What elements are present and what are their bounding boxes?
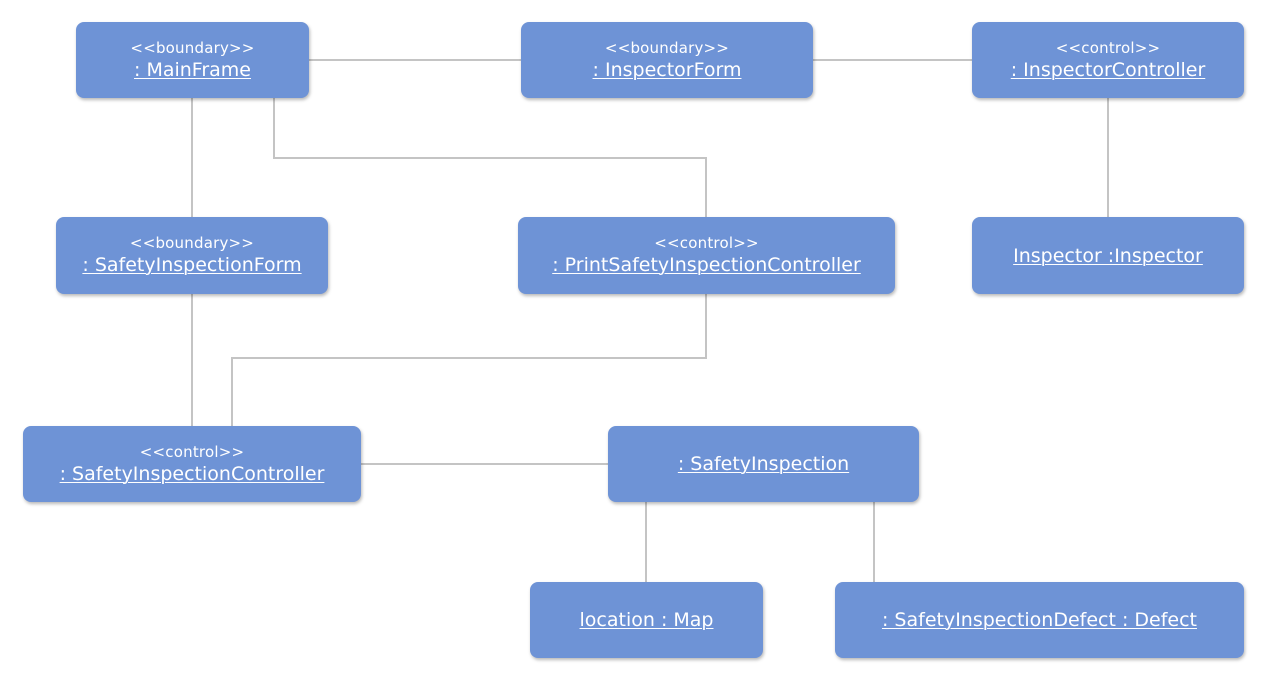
stereotype-label: <<control>> <box>1055 38 1161 57</box>
object-name: : PrintSafetyInspectionController <box>552 254 861 276</box>
stereotype-label: <<control>> <box>139 442 245 461</box>
object-main-frame[interactable]: <<boundary>> : MainFrame <box>76 22 309 98</box>
object-name: location : Map <box>579 609 714 631</box>
object-safety-inspection-controller[interactable]: <<control>> : SafetyInspectionController <box>23 426 361 502</box>
object-name: : SafetyInspectionController <box>59 462 325 485</box>
object-name: : SafetyInspectionDefect : Defect <box>881 609 1198 631</box>
link-printcontroller-safetyinspectioncontroller <box>231 294 707 426</box>
object-name: : InspectorForm <box>592 58 742 81</box>
stereotype-label: <<boundary>> <box>604 38 730 57</box>
object-inspector[interactable]: Inspector :Inspector <box>972 217 1244 294</box>
stereotype-label: <<boundary>> <box>129 234 255 252</box>
object-name: Inspector :Inspector <box>1013 244 1203 267</box>
object-safety-inspection-form[interactable]: <<boundary>> : SafetyInspectionForm <box>56 217 328 294</box>
object-name: : InspectorController <box>1010 58 1206 81</box>
object-location-map[interactable]: location : Map <box>530 582 763 658</box>
object-name: : SafetyInspectionForm <box>82 254 302 276</box>
object-name: : SafetyInspection <box>677 453 850 475</box>
object-safety-inspection[interactable]: : SafetyInspection <box>608 426 919 502</box>
object-name: : MainFrame <box>134 58 251 81</box>
link-mainframe-printsafetyinspectioncontroller <box>273 98 707 217</box>
object-print-safety-inspection-controller[interactable]: <<control>> : PrintSafetyInspectionContr… <box>518 217 895 294</box>
object-inspector-controller[interactable]: <<control>> : InspectorController <box>972 22 1244 98</box>
stereotype-label: <<control>> <box>654 234 759 252</box>
stereotype-label: <<boundary>> <box>130 38 255 57</box>
object-safety-inspection-defect[interactable]: : SafetyInspectionDefect : Defect <box>835 582 1244 658</box>
object-inspector-form[interactable]: <<boundary>> : InspectorForm <box>521 22 813 98</box>
